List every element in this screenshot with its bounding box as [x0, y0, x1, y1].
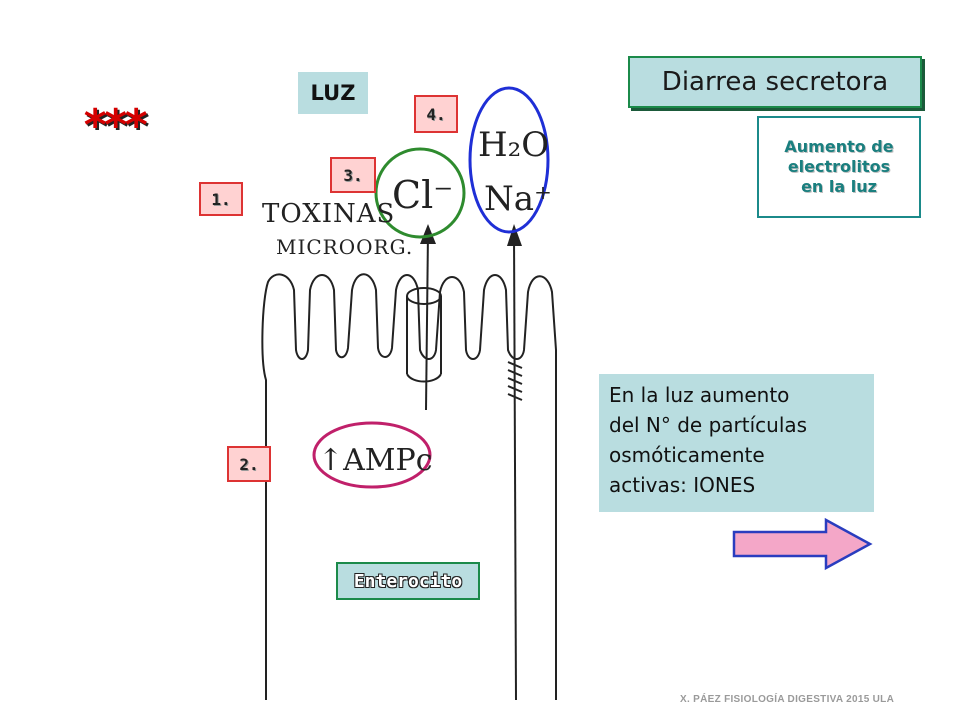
water-label: H₂O: [478, 125, 549, 165]
step-4-label: 4.: [414, 95, 458, 133]
camp-label: ↑AMPc: [318, 443, 433, 478]
sodium-label: Na⁺: [484, 179, 552, 219]
page-title: Diarrea secretora: [628, 56, 922, 108]
osmotic-info-box: En la luz aumento del N° de partículas o…: [599, 374, 874, 512]
next-arrow: [732, 517, 873, 571]
water-sodium-arrow: [513, 231, 517, 701]
water-sodium-ellipse: [468, 86, 550, 234]
footer-credit: X. PÁEZ FISIOLOGÍA DIGESTIVA 2015 ULA: [680, 694, 895, 705]
chloride-channel: [406, 287, 442, 383]
stars-marker: ***: [82, 100, 150, 151]
electrolytes-note: Aumento de electrolitos en la luz: [757, 116, 921, 218]
tight-junction-coil: [507, 361, 523, 401]
chloride-label: Cl⁻: [392, 173, 453, 217]
chloride-secretion-arrow: [425, 231, 429, 411]
chloride-circle: [374, 147, 466, 239]
step-3-label: 3.: [330, 157, 376, 193]
step-2-label: 2.: [227, 446, 271, 482]
cell-membrane: [261, 273, 558, 700]
toxins-label-line2: MICROORG.: [276, 235, 413, 259]
lumen-label: LUZ: [298, 72, 368, 114]
camp-ellipse: [312, 421, 432, 489]
toxins-label-line1: TOXINAS: [262, 199, 395, 229]
step-1-label: 1.: [199, 182, 243, 216]
enterocyte-label: Enterocito: [336, 562, 480, 600]
